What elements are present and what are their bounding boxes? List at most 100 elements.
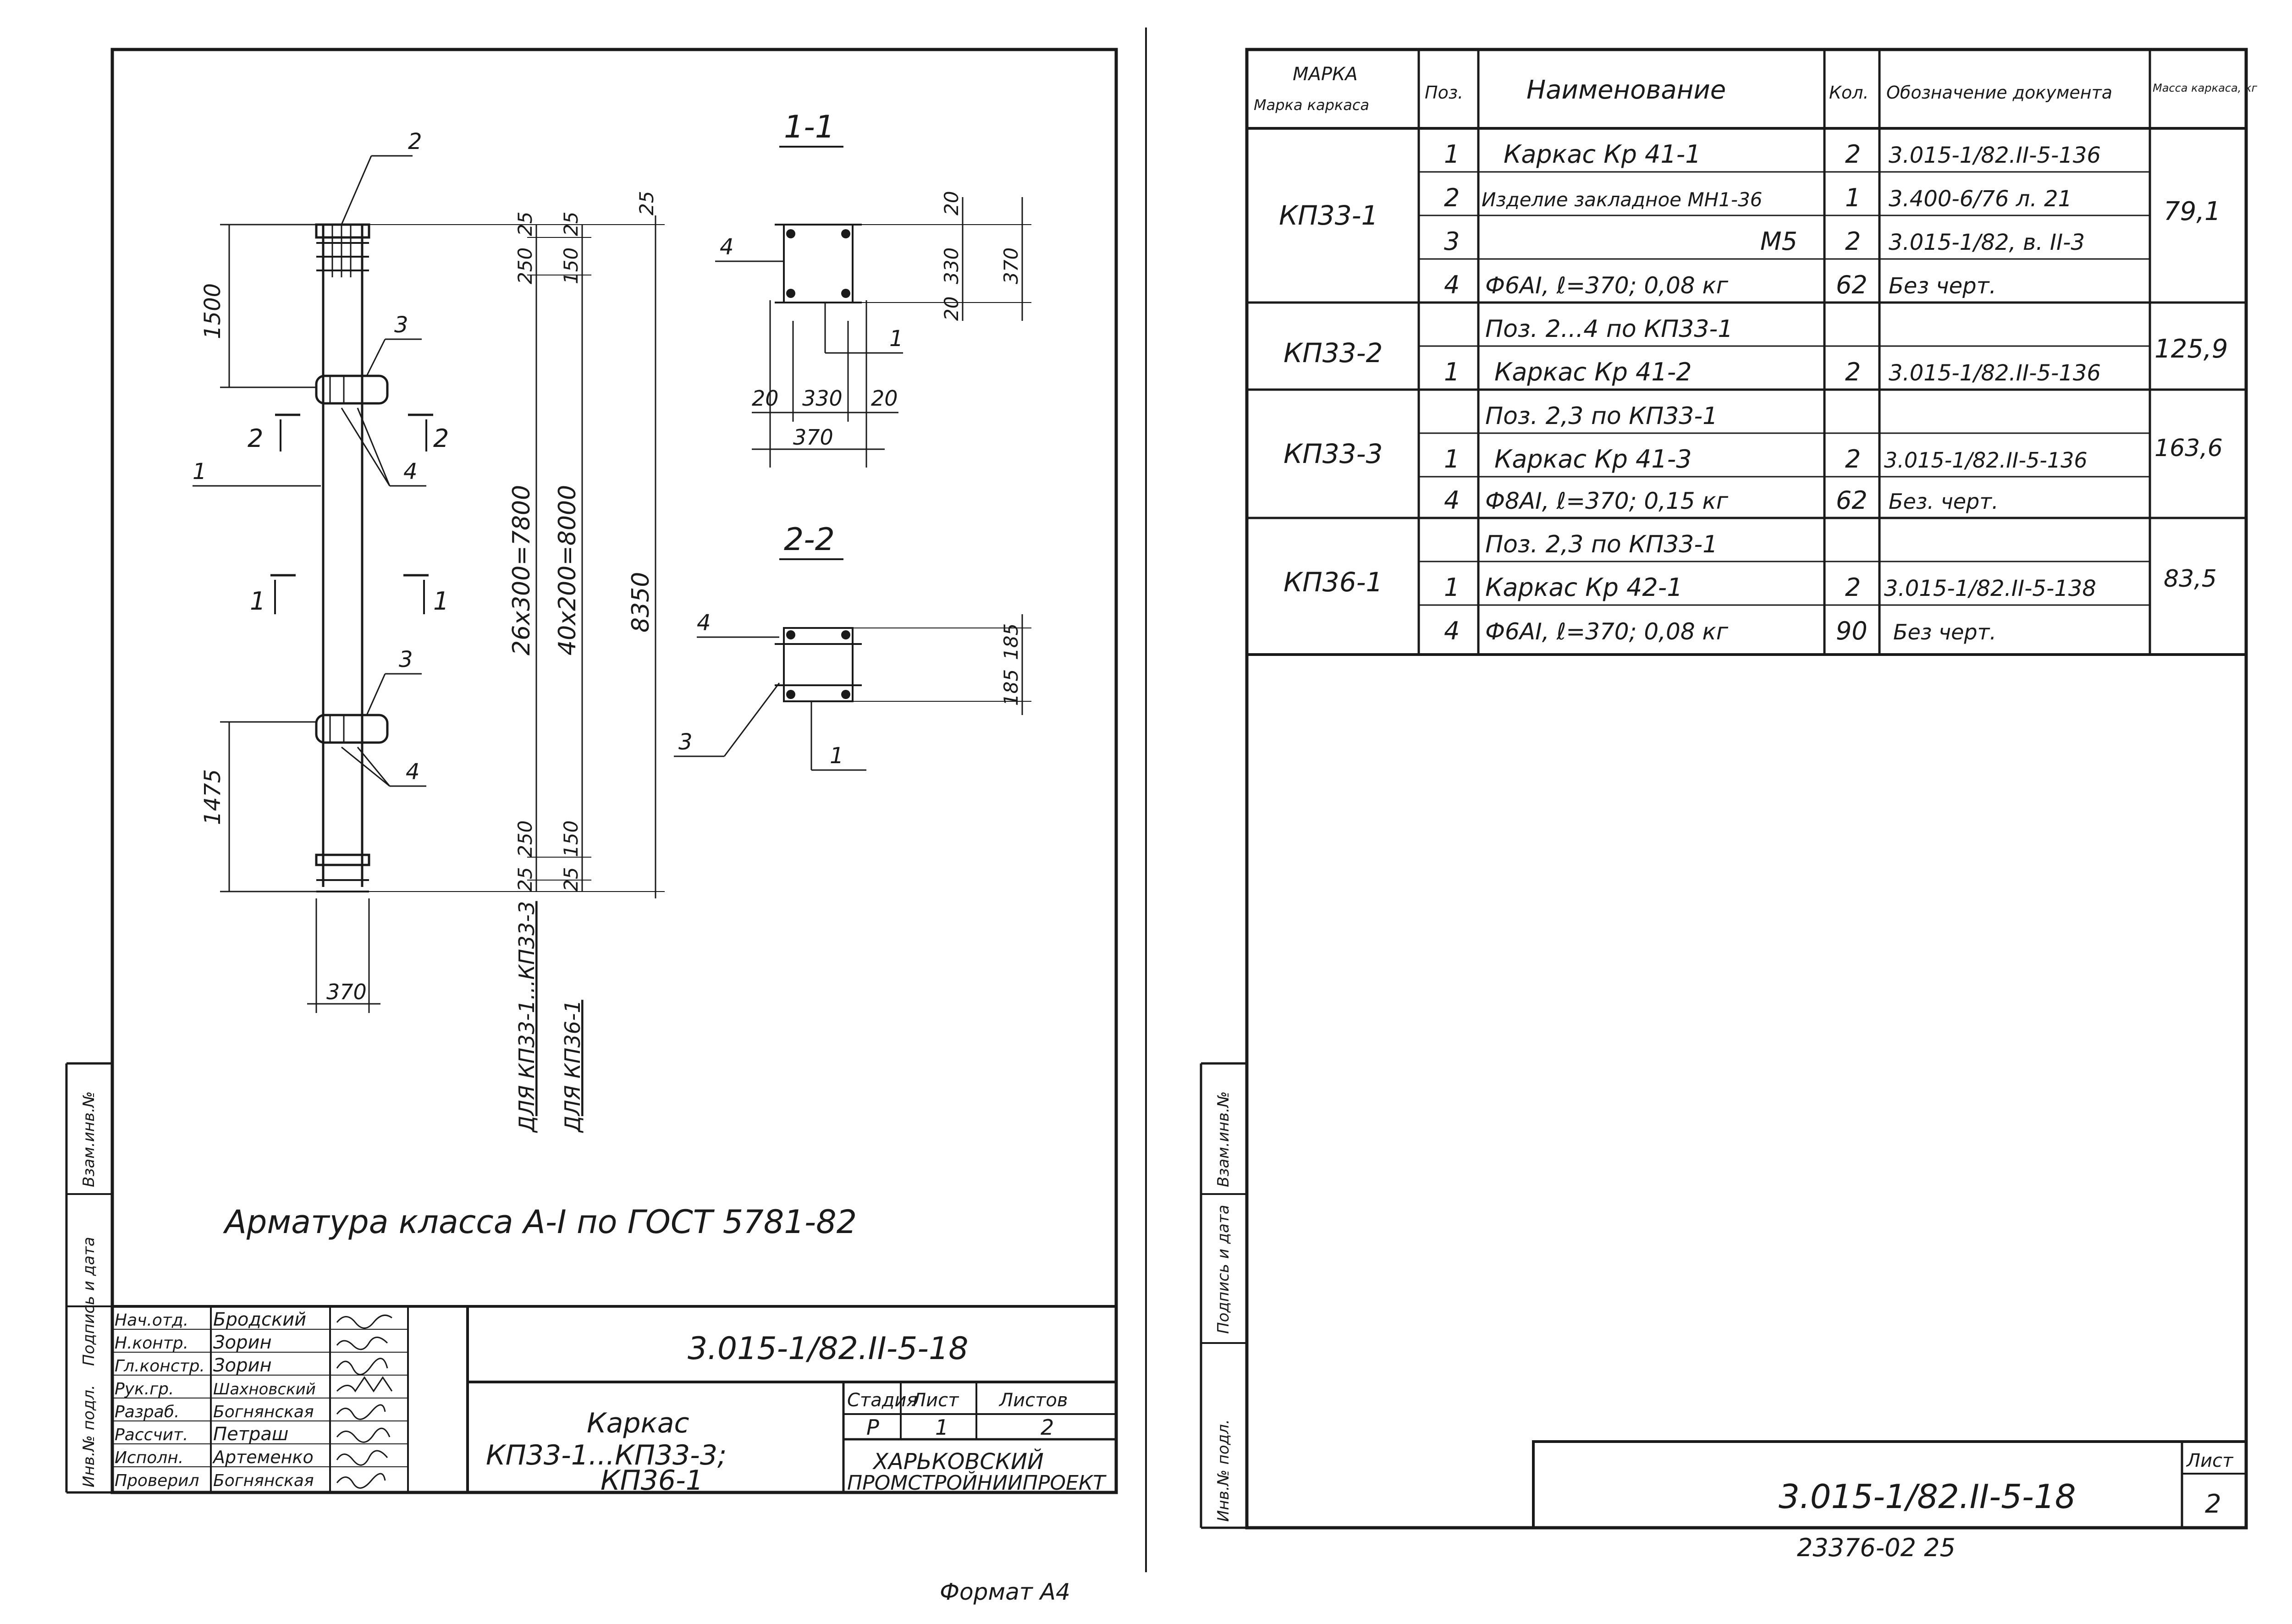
sig-name-4: Шахновский bbox=[213, 1380, 316, 1398]
s22-dim-185-top: 185 bbox=[1000, 623, 1022, 660]
g1-mass: 79,1 bbox=[2164, 197, 2221, 226]
title-block-left: Нач.отд. Бродский Н.контр. Зорин Гл.конс… bbox=[112, 1305, 1116, 1497]
doc-number-right: 3.015-1/82.II-5-18 bbox=[1779, 1477, 2076, 1516]
dim-150-bottom: 150 bbox=[560, 820, 582, 857]
g3-r3-doc: Без. черт. bbox=[1889, 489, 1999, 514]
sig-name-5: Богнянская bbox=[213, 1403, 314, 1421]
g1-r2-doc: 3.400-6/76 л. 21 bbox=[1889, 186, 2072, 212]
hdr-mark: Марка каркаса bbox=[1254, 96, 1369, 114]
section-2-2-title: 2-2 bbox=[784, 522, 835, 558]
r-side-label-vzam: Взам.инв.№ bbox=[1214, 1091, 1233, 1187]
right-sheet: Взам.инв.№ Подпись и дата Инв.№ подл. bbox=[1200, 48, 2257, 1562]
g2-r2-name: Каркас Кр 41-2 bbox=[1494, 358, 1692, 386]
sheet-header: Лист bbox=[911, 1390, 959, 1411]
g4-r3-name: Ф6АI, ℓ=370; 0,08 кг bbox=[1485, 618, 1729, 645]
stage-header: Стадия bbox=[847, 1390, 917, 1411]
dim-250-bottom: 250 bbox=[514, 820, 536, 857]
g2-r2-pos: 1 bbox=[1444, 358, 1460, 386]
s22-callout-1: 1 bbox=[830, 743, 844, 769]
right-frame bbox=[1245, 48, 2248, 1530]
section-1-1-title: 1-1 bbox=[784, 109, 835, 145]
note-for-kp33: ДЛЯ КП33-1...КП33-3 bbox=[514, 901, 539, 1133]
g4-mass: 83,5 bbox=[2164, 565, 2217, 593]
org-line-2: ПРОМСТРОЙНИИПРОЕКТ bbox=[847, 1470, 1107, 1495]
hdr-name: Наименование bbox=[1526, 75, 1726, 105]
g1-r3-name: М5 bbox=[1760, 227, 1797, 256]
sig-role-7: Исполн. bbox=[115, 1448, 183, 1467]
g1-r1-name: Каркас Кр 41-1 bbox=[1504, 140, 1701, 169]
left-sheet: Взам.инв.№ Подпись и дата Инв.№ подл. bbox=[65, 48, 1118, 1497]
s22-dim-185-bot: 185 bbox=[1000, 669, 1022, 706]
format-label: Формат А4 bbox=[940, 1579, 1070, 1605]
callout-3-upper: 3 bbox=[394, 312, 408, 338]
s11-dim-20-left: 20 bbox=[752, 386, 779, 411]
dim-250-top: 250 bbox=[514, 248, 536, 284]
title-block-right: 3.015-1/82.II-5-18 Лист 2 bbox=[1532, 1440, 2248, 1529]
hdr-mass: Масса каркаса, кг bbox=[2153, 82, 2257, 94]
stage-value: Р bbox=[866, 1415, 879, 1440]
g2-r2-doc: 3.015-1/82.II-5-136 bbox=[1889, 360, 2101, 386]
g1-r4-doc: Без черт. bbox=[1889, 273, 1996, 299]
note-for-kp36: ДЛЯ КП36-1 bbox=[560, 1000, 585, 1133]
side-label-vzam: Взам.инв.№ bbox=[80, 1091, 98, 1187]
dim-8000: 40x200=8000 bbox=[554, 485, 581, 655]
callout-4-upper: 4 bbox=[403, 459, 418, 484]
g1-r3-qty: 2 bbox=[1845, 227, 1861, 256]
dim-1500: 1500 bbox=[200, 283, 226, 339]
g4-r3-qty: 90 bbox=[1836, 617, 1868, 645]
g1-r4-name: Ф6АI, ℓ=370; 0,08 кг bbox=[1485, 272, 1729, 299]
r-side-label-sign-date: Подпись и дата bbox=[1214, 1205, 1233, 1334]
title-line-2: КП33-1...КП33-3; bbox=[486, 1439, 727, 1471]
g1-r2-name: Изделие закладное МН1-36 bbox=[1482, 188, 1763, 211]
sig-role-8: Проверил bbox=[115, 1471, 199, 1490]
section-mark-2-right: 2 bbox=[433, 424, 449, 453]
column-elevation: 1500 1475 370 8350 26x300=7800 40x200=80… bbox=[193, 129, 665, 1133]
sig-name-1: Бродский bbox=[213, 1309, 306, 1330]
sheets-header: Листов bbox=[998, 1390, 1068, 1411]
callout-2-top: 2 bbox=[408, 129, 422, 154]
g2-mass: 125,9 bbox=[2154, 334, 2228, 364]
r-side-label-inv-podl: Инв.№ подл. bbox=[1214, 1419, 1233, 1522]
hdr-doc: Обозначение документа bbox=[1886, 83, 2112, 103]
hdr-qty: Кол. bbox=[1829, 83, 1869, 103]
dim-150-top: 150 bbox=[560, 248, 582, 284]
g4-r2-name: Каркас Кр 42-1 bbox=[1485, 573, 1683, 602]
s11-dim-330-v: 330 bbox=[940, 248, 963, 284]
g1-r1-qty: 2 bbox=[1845, 140, 1861, 169]
dim-25-top-b: 25 bbox=[560, 212, 582, 236]
sig-name-8: Богнянская bbox=[213, 1471, 314, 1490]
sig-name-6: Петраш bbox=[213, 1424, 289, 1445]
doc-number-left: 3.015-1/82.II-5-18 bbox=[688, 1331, 969, 1367]
g1-r3-doc: 3.015-1/82, в. II-3 bbox=[1889, 230, 2085, 255]
hdr-pos: Поз. bbox=[1425, 83, 1463, 103]
g3-r2-doc: 3.015-1/82.II-5-136 bbox=[1884, 448, 2088, 473]
g4-r3-pos: 4 bbox=[1444, 617, 1460, 645]
dim-25-top-a: 25 bbox=[514, 212, 536, 236]
g4-r2-pos: 1 bbox=[1444, 573, 1460, 602]
r-sheet-value: 2 bbox=[2205, 1489, 2221, 1519]
s11-callout-4: 4 bbox=[720, 234, 734, 260]
g4-r2-doc: 3.015-1/82.II-5-138 bbox=[1884, 576, 2096, 601]
dim-8350: 8350 bbox=[627, 572, 655, 633]
s11-dim-330: 330 bbox=[802, 386, 843, 411]
side-label-inv-podl: Инв.№ подл. bbox=[80, 1385, 98, 1487]
left-frame bbox=[110, 48, 1118, 1494]
g1-r1-doc: 3.015-1/82.II-5-136 bbox=[1889, 143, 2101, 168]
sig-name-3: Зорин bbox=[213, 1355, 272, 1376]
g1-r3-pos: 3 bbox=[1444, 227, 1460, 256]
hdr-mark-1: МАРКА bbox=[1293, 64, 1358, 85]
s11-dim-20-right: 20 bbox=[871, 386, 898, 411]
g1-r2-pos: 2 bbox=[1444, 183, 1460, 212]
sig-role-5: Разраб. bbox=[115, 1403, 179, 1421]
s11-dim-370-v: 370 bbox=[1000, 248, 1022, 284]
g1-r4-pos: 4 bbox=[1444, 270, 1460, 299]
g1-r4-qty: 62 bbox=[1836, 270, 1868, 299]
callout-4-lower: 4 bbox=[406, 759, 420, 785]
section-mark-2-left: 2 bbox=[248, 424, 263, 453]
r-sheet-header: Лист bbox=[2186, 1450, 2234, 1471]
sig-role-6: Рассчит. bbox=[115, 1426, 188, 1444]
g4-r1-name: Поз. 2,3 по КП33-1 bbox=[1485, 531, 1718, 558]
s11-callout-1: 1 bbox=[889, 326, 904, 352]
section-mark-1-right: 1 bbox=[433, 587, 449, 616]
